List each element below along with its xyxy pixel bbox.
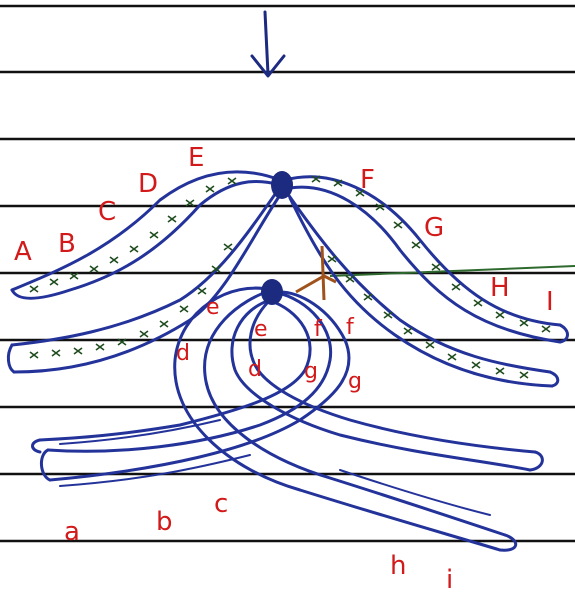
- label-inner-e-left: e: [206, 295, 220, 320]
- label-inner-g-center: g: [304, 359, 318, 384]
- label-upper-c: C: [98, 197, 116, 227]
- label-inner-f-center: f: [314, 317, 323, 342]
- label-upper-i: I: [546, 287, 554, 317]
- label-upper-d: D: [138, 169, 158, 199]
- label-inner-d-left: d: [176, 341, 190, 366]
- upper-centromere: [271, 171, 293, 199]
- down-arrow-icon: [252, 12, 284, 76]
- label-lower-b: b: [156, 507, 173, 537]
- lower-ribbon-right: [285, 190, 558, 386]
- lower-ribbon-left: [8, 190, 280, 372]
- label-lower-h: h: [390, 551, 406, 581]
- label-upper-a: A: [14, 237, 32, 267]
- label-upper-b: B: [58, 229, 76, 259]
- label-upper-f: F: [360, 165, 375, 195]
- label-inner-d-center: d: [248, 357, 262, 382]
- label-upper-e: E: [188, 143, 204, 173]
- label-lower-a: a: [64, 517, 80, 547]
- lower-centromere: [261, 279, 283, 305]
- label-lower-c: c: [214, 489, 228, 519]
- label-lower-i: i: [446, 565, 453, 593]
- label-inner-e-center: e: [254, 317, 268, 342]
- label-upper-h: H: [490, 273, 510, 303]
- label-upper-g: G: [424, 213, 444, 243]
- label-inner-g-right: g: [348, 369, 362, 394]
- label-inner-f-right: f: [346, 315, 355, 340]
